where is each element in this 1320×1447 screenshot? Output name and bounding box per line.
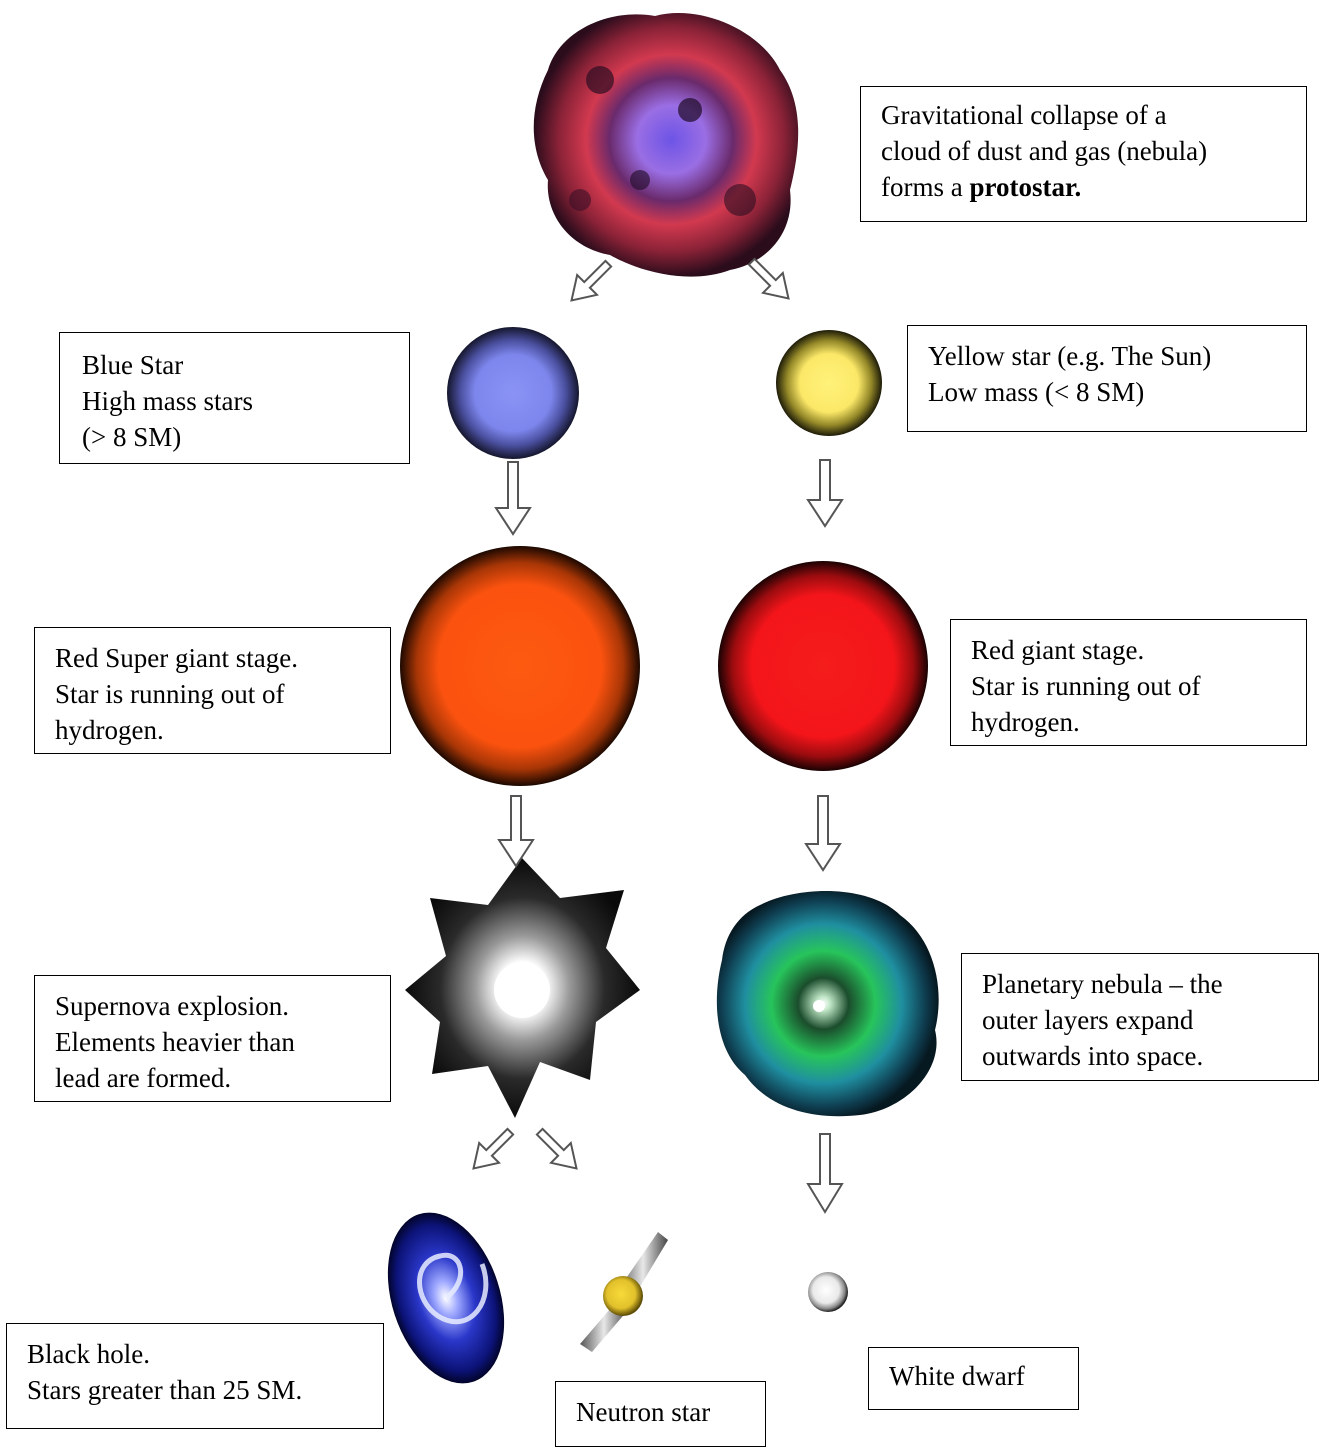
arrow-protostar-to-blue-star — [562, 254, 619, 311]
arrow-red-giant-to-planetary-nebula — [806, 796, 840, 870]
arrow-supergiant-to-supernova — [499, 796, 533, 866]
blue-star-label: Blue Star High mass stars (> 8 SM) — [59, 332, 410, 464]
red-supergiant-label: Red Super giant stage. Star is running o… — [34, 627, 391, 754]
arrow-yellow-star-to-red-giant — [808, 460, 842, 526]
protostar-label: Gravitational collapse of a cloud of dus… — [860, 86, 1307, 222]
red-giant-image — [718, 561, 928, 771]
yellow-star-label: Yellow star (e.g. The Sun) Low mass (< 8… — [907, 325, 1307, 432]
blue-star-image — [447, 327, 579, 459]
supernova-label: Supernova explosion. Elements heavier th… — [34, 975, 391, 1102]
black-hole-image — [367, 1198, 524, 1399]
white-dwarf-label: White dwarf — [868, 1347, 1079, 1410]
arrow-planetary-nebula-to-white-dwarf — [808, 1134, 842, 1212]
planetary-nebula-label: Planetary nebula – the outer layers expa… — [961, 953, 1319, 1081]
red-supergiant-image — [400, 546, 640, 786]
neutron-star-image — [580, 1232, 668, 1352]
black-hole-label: Black hole. Stars greater than 25 SM. — [6, 1323, 384, 1429]
red-giant-label: Red giant stage. Star is running out of … — [950, 619, 1307, 746]
arrow-supernova-to-neutron-star — [530, 1122, 587, 1179]
arrow-supernova-to-black-hole — [464, 1122, 521, 1179]
arrow-blue-star-to-supergiant — [496, 462, 530, 534]
yellow-star-image — [776, 330, 882, 436]
neutron-star-label: Neutron star — [555, 1381, 766, 1447]
planetary-nebula-image — [717, 891, 939, 1116]
white-dwarf-image — [808, 1272, 848, 1312]
protostar-nebula-image — [534, 13, 798, 277]
supernova-image — [405, 858, 640, 1118]
